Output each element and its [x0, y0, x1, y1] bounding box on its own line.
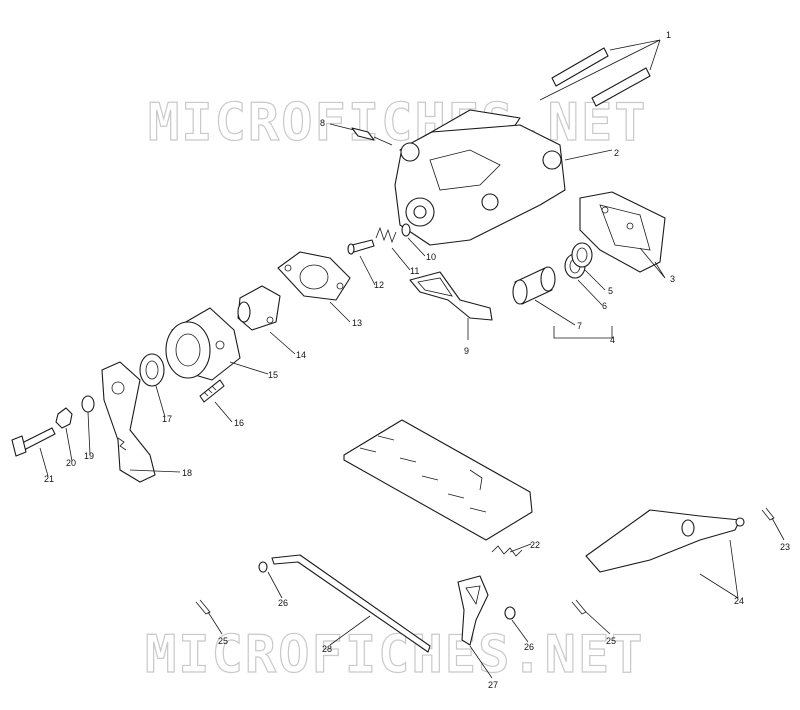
callout-3: 3: [670, 274, 675, 284]
part-13-gasket: [277, 251, 351, 301]
part-11-spring: [375, 226, 397, 244]
callout-15: 15: [268, 370, 278, 380]
callout-7: 7: [577, 321, 582, 331]
callout-9: 9: [464, 346, 469, 356]
callout-12: 12: [374, 280, 384, 290]
callout-26a: 26: [278, 598, 288, 608]
callout-4: 4: [610, 335, 615, 345]
part-23-cotter-pin: [761, 507, 775, 521]
part-25-cotter-pin: [195, 599, 587, 615]
part-17-washer: [139, 353, 165, 387]
part-9-clip: [409, 271, 493, 321]
leader-lines: [39, 39, 785, 679]
part-16-bolt: [199, 379, 225, 403]
callout-25b: 25: [606, 636, 616, 646]
part-10-o-ring: [401, 223, 411, 237]
part-26-washer: [258, 561, 516, 620]
callout-numbers: 1 2 3 4 5 6 7 8 9 10 11 12 13 14 15 16 1…: [44, 30, 790, 690]
callout-28: 28: [322, 644, 332, 654]
part-5-seal: [571, 242, 593, 268]
callout-20: 20: [66, 458, 76, 468]
callout-2: 2: [614, 148, 619, 158]
part-15-housing: [165, 307, 241, 381]
callout-22: 22: [530, 540, 540, 550]
part-24-brake-pedal: [585, 509, 745, 573]
watermark-top: MICROFICHES.NET: [148, 93, 648, 153]
callout-17: 17: [162, 414, 172, 424]
part-7-piston: [512, 266, 556, 305]
part-22-tension-spring: [491, 545, 523, 557]
callout-11: 11: [410, 266, 419, 276]
callout-8: 8: [320, 118, 325, 128]
part-14-cam: [237, 285, 281, 331]
callout-1: 1: [666, 30, 671, 40]
part-3-brake-pads: [579, 191, 666, 273]
watermark-bottom: MICROFICHES.NET: [145, 625, 645, 685]
part-28-brake-rod: [271, 554, 431, 653]
callout-27: 27: [488, 680, 498, 690]
footrest-tray: [343, 419, 533, 541]
part-8-bleeder-screw: [351, 127, 393, 146]
part-2-caliper-body: [394, 124, 566, 246]
callout-25a: 25: [218, 636, 228, 646]
callout-19: 19: [84, 451, 94, 461]
callout-24: 24: [734, 596, 744, 606]
callout-10: 10: [426, 252, 436, 262]
part-27-bracket: [457, 575, 489, 646]
callout-23: 23: [780, 542, 790, 552]
part-21-bolt: [11, 427, 56, 457]
part-18-lever: [101, 361, 156, 483]
callout-18: 18: [182, 468, 192, 478]
callout-5: 5: [608, 286, 613, 296]
callout-21: 21: [44, 474, 54, 484]
callout-13: 13: [352, 318, 362, 328]
callout-14: 14: [296, 350, 306, 360]
part-19-washer: [81, 395, 95, 413]
callout-16: 16: [234, 418, 244, 428]
part-20-nut: [55, 407, 73, 429]
callout-26b: 26: [524, 642, 534, 652]
callout-6: 6: [602, 301, 607, 311]
part-12-pin: [347, 239, 375, 255]
